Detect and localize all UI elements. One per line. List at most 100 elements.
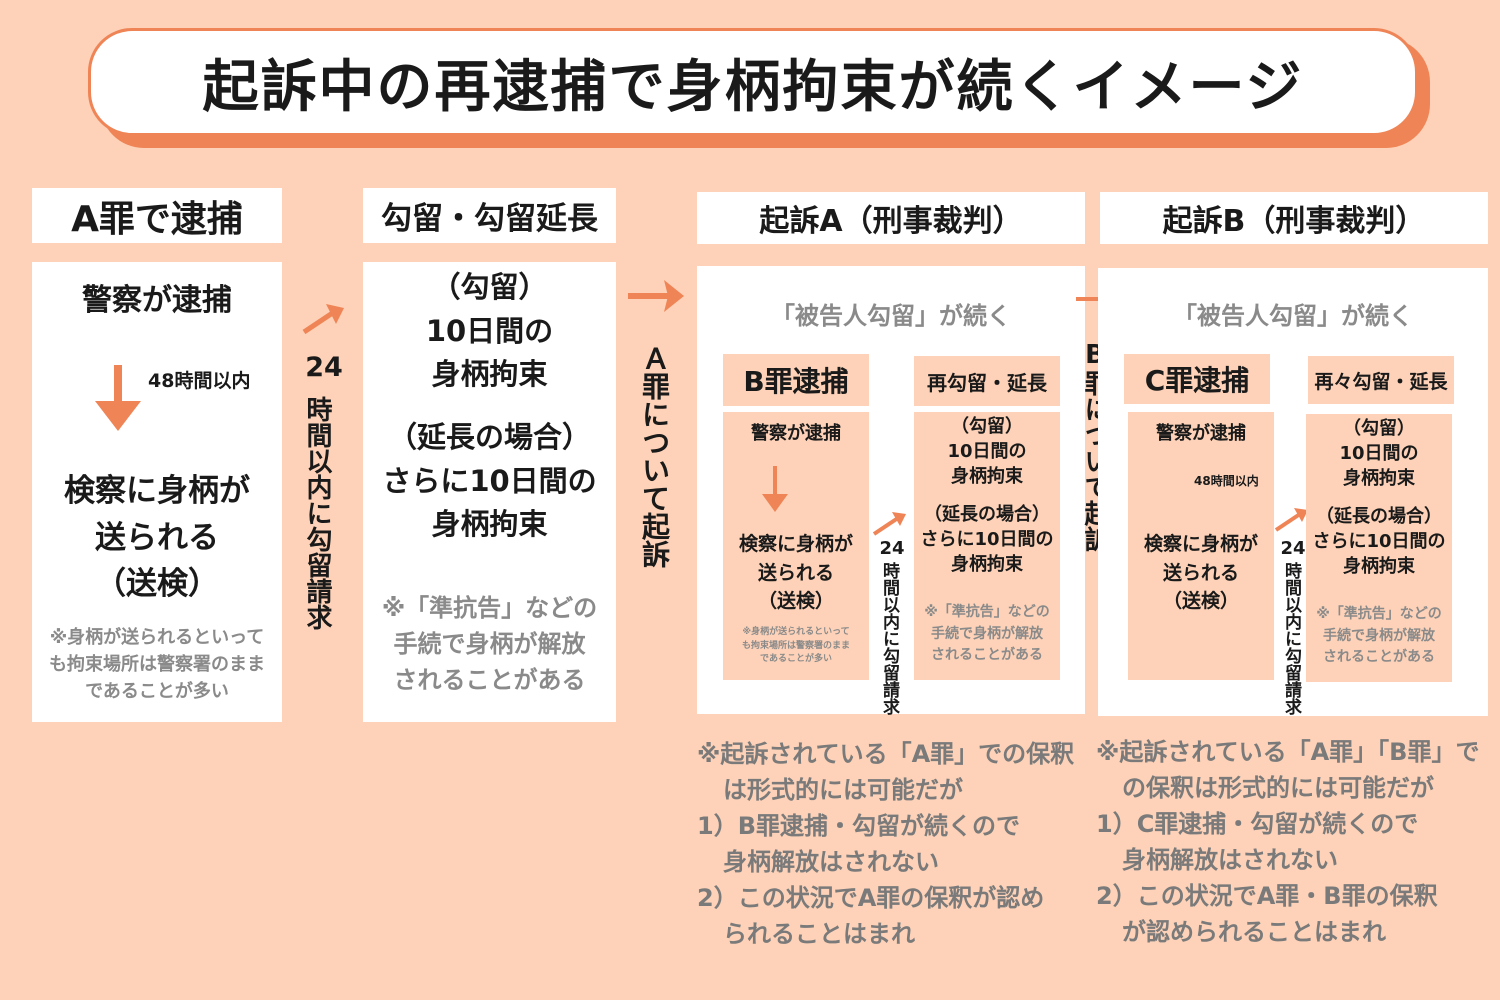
col3-left-box [723, 412, 869, 680]
col1-step-send-line3: （送検） [95, 566, 219, 602]
col2-line6: 身柄拘束 [431, 507, 548, 541]
link2-text: Ａ罪について起訴 [638, 344, 671, 568]
col4-footer-line2: の保釈は形式的には可能だが [1122, 774, 1434, 802]
col1-panel [32, 262, 282, 722]
col4-footer-line5: 2）この状況でA罪・B罪の保釈 [1096, 882, 1438, 910]
col3-left-note-line1: ※身柄が送られるといって [742, 627, 850, 637]
col3-right-detention: （勾留） 10日間の 身柄拘束 [914, 414, 1060, 490]
col4-left-time-limit: 48時間以内 [1194, 474, 1259, 488]
col4-left-send-line1: 検察に身柄が [1143, 533, 1258, 555]
col3-left-send-line2: 送られる [757, 561, 834, 584]
col1-note-line2: も拘束場所は警察署のまま [49, 654, 265, 675]
diagonal-arrow-icon [872, 512, 906, 536]
col4-right-line6: 身柄拘束 [1343, 556, 1415, 578]
col3-footer-line3: 1）B罪逮捕・勾留が続くので [697, 812, 1020, 840]
col3-right-extension: （延長の場合） さらに10日間の 身柄拘束 [914, 502, 1060, 578]
col3-right-line3: 身柄拘束 [951, 466, 1023, 488]
col1-step-send-line1: 検察に身柄が [64, 473, 250, 509]
diagonal-arrow-icon [302, 304, 344, 335]
col3-left-send-line1: 検察に身柄が [738, 533, 853, 555]
link2-letter: Ａ [638, 344, 671, 372]
col2-note-line1: ※「準抗告」などの [381, 594, 598, 622]
col3-right-note-line2: 手続で身柄が解放 [931, 625, 1043, 642]
col1-note-line3: であることが多い [85, 681, 229, 702]
col3-right-line4: （延長の場合） [924, 504, 1050, 525]
col3-left-note-line2: も拘束場所は警察署のまま [741, 640, 850, 651]
link1-number: 24 [305, 352, 343, 383]
col3-footer-line2: は形式的には可能だが [723, 776, 963, 804]
col4-left-box [1128, 412, 1274, 680]
col1-note-line1: ※身柄が送られるといって [49, 627, 265, 648]
col1-note: ※身柄が送られるといって も拘束場所は警察署のまま であることが多い [32, 624, 282, 705]
col3-footer-note: ※起訴されている「A罪」での保釈 は形式的には可能だが 1）B罪逮捕・勾留が続く… [697, 736, 1074, 952]
col2-detention: （勾留） 10日間の 身柄拘束 [363, 266, 616, 397]
down-arrow-icon [762, 466, 788, 512]
col4-right-line5: さらに10日間の [1312, 531, 1446, 553]
col3-left-step-arrest: 警察が逮捕 [751, 423, 841, 444]
col2-header: 勾留・勾留延長 [363, 188, 616, 243]
col4-mid-text: 時間以内に勾留請求 [1281, 562, 1301, 715]
col3-right-line5: さらに10日間の [920, 529, 1054, 551]
col1-step-send-line2: 送られる [95, 519, 219, 556]
col3-right-header: 再勾留・延長 [914, 356, 1060, 406]
col4-right-note-line3: されることがある [1323, 649, 1435, 666]
col3-right-note-line3: されることがある [931, 647, 1043, 664]
diagonal-arrow-icon [1274, 508, 1308, 532]
col3-mid-text: 時間以内に勾留請求 [879, 562, 899, 715]
col3-right-note-line1: ※「準抗告」などの [924, 604, 1050, 620]
col4-footer-line1: ※起訴されている「A罪」「B罪」で [1096, 738, 1480, 766]
col2-note: ※「準抗告」などの 手続で身柄が解放 されることがある [363, 590, 616, 698]
col3-mid-number: 24 [879, 538, 905, 559]
col4-right-line2: 10日間の [1339, 443, 1419, 465]
col1-step-arrest: 警察が逮捕 [82, 283, 232, 318]
col3-left-note: ※身柄が送られるといって も拘束場所は警察署のまま であることが多い [723, 626, 869, 667]
col4-left-send-line3: （送検） [1162, 590, 1239, 612]
col3-footer-line5: 2）この状況でA罪の保釈が認め [697, 884, 1045, 912]
col3-subtitle: 「被告人勾留」が続く [771, 302, 1011, 330]
col4-right-header: 再々勾留・延長 [1308, 356, 1454, 404]
col4-footer-line6: が認められることはまれ [1122, 918, 1386, 946]
col4-right-detention: （勾留） 10日間の 身柄拘束 [1306, 416, 1452, 492]
col3-right-line2: 10日間の [947, 441, 1027, 463]
down-arrow-icon [95, 365, 141, 431]
col3-left-note-line3: であることが多い [760, 654, 832, 664]
col4-footer-note: ※起訴されている「A罪」「B罪」で の保釈は形式的には可能だが 1）C罪逮捕・勾… [1096, 734, 1479, 950]
col4-left-send-line2: 送られる [1162, 561, 1239, 584]
col4-left-step-send: 検察に身柄が 送られる （送検） [1128, 530, 1274, 616]
col4-right-line4: （延長の場合） [1316, 506, 1442, 527]
col2-line1: （勾留） [431, 270, 548, 304]
col2-line4: （延長の場合） [387, 420, 591, 454]
col4-header: 起訴B（刑事裁判） [1100, 192, 1488, 244]
col4-right-note: ※「準抗告」などの 手続で身柄が解放 されることがある [1306, 604, 1452, 669]
col4-right-note-line1: ※「準抗告」などの [1316, 606, 1442, 622]
col4-right-extension: （延長の場合） さらに10日間の 身柄拘束 [1306, 504, 1452, 580]
col4-footer-line3: 1）C罪逮捕・勾留が続くので [1096, 810, 1419, 838]
col4-right-box [1306, 414, 1452, 682]
col3-right-line1: （勾留） [951, 416, 1023, 437]
col1-time-limit: 48時間以内 [148, 370, 251, 392]
col4-subtitle: 「被告人勾留」が続く [1173, 302, 1413, 330]
col4-mid-number: 24 [1280, 538, 1306, 559]
col3-footer-line1: ※起訴されている「A罪」での保釈 [697, 740, 1075, 768]
col3-left-header: B罪逮捕 [723, 354, 869, 406]
col3-right-line6: 身柄拘束 [951, 554, 1023, 576]
col2-line3: 身柄拘束 [431, 357, 548, 391]
col4-right-line3: 身柄拘束 [1343, 468, 1415, 490]
col3-left-step-send: 検察に身柄が 送られる （送検） [723, 530, 869, 616]
col3-footer-line4: 身柄解放はされない [723, 848, 939, 876]
link1-text: 時間以内に勾留請求 [302, 396, 332, 630]
col4-left-header: C罪逮捕 [1124, 354, 1270, 404]
col3-footer-line6: られることはまれ [723, 920, 915, 948]
col4-right-note-line2: 手続で身柄が解放 [1323, 627, 1435, 644]
col3-header: 起訴A（刑事裁判） [697, 192, 1085, 244]
link2-rest: 罪について起訴 [638, 372, 671, 568]
col3-right-note: ※「準抗告」などの 手続で身柄が解放 されることがある [914, 602, 1060, 667]
col2-line5: さらに10日間の [382, 463, 597, 498]
col4-right-line1: （勾留） [1343, 418, 1415, 439]
right-arrow-icon [628, 280, 684, 312]
col3-left-send-line3: （送検） [757, 590, 834, 612]
col4-left-step-arrest: 警察が逮捕 [1156, 423, 1246, 444]
col3-right-box [914, 412, 1060, 680]
col2-extension: （延長の場合） さらに10日間の 身柄拘束 [363, 416, 616, 547]
col2-line2: 10日間の [425, 313, 554, 348]
